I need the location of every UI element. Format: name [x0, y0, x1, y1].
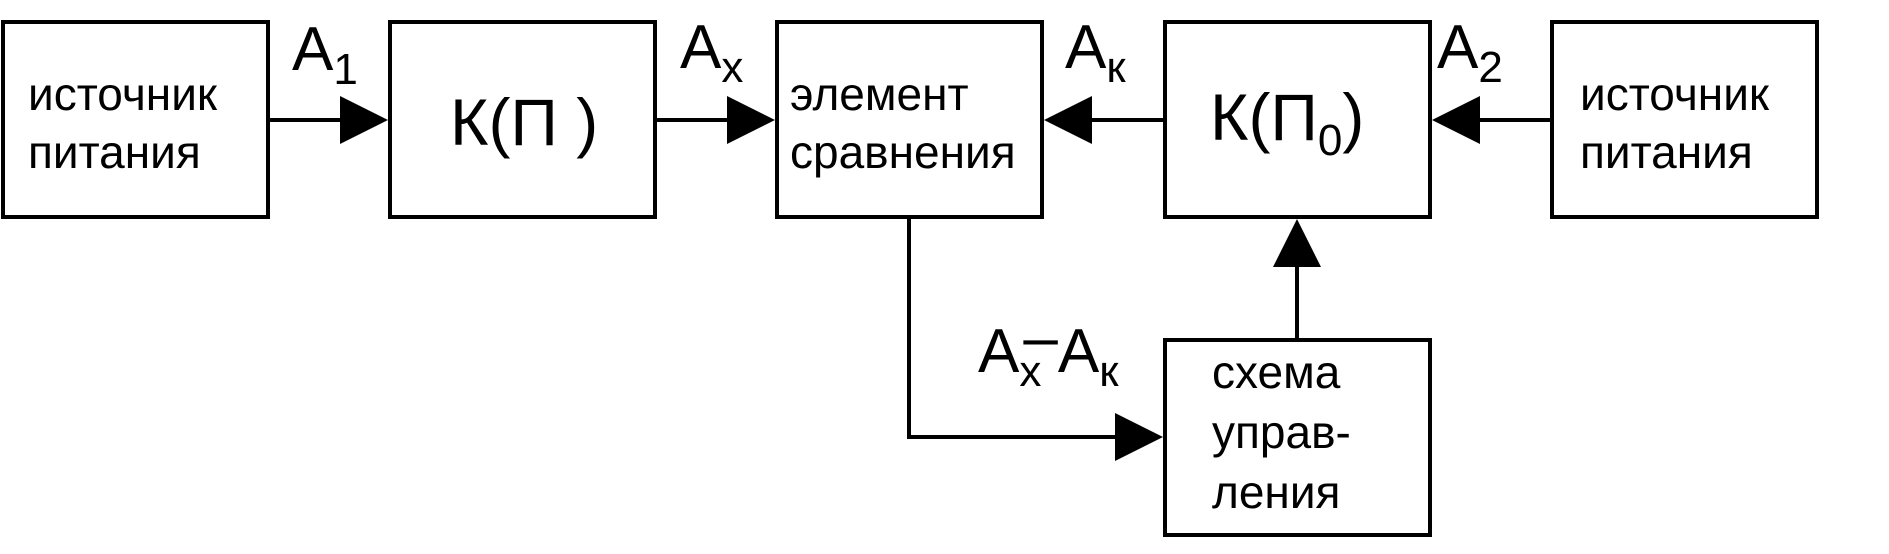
arrow-kp0-to-comparator	[1044, 96, 1165, 144]
comparator-block: элемент сравнения	[775, 20, 1044, 219]
source-block-left: источник питания	[1, 20, 270, 219]
signal-difference: Ax–Aк	[978, 303, 1119, 396]
signal-a1-main: A	[292, 15, 334, 84]
source-right-line1: источник	[1580, 68, 1770, 120]
source-block-right: источник питания	[1550, 20, 1819, 219]
arrow-kp-to-comparator	[655, 96, 775, 144]
arrow-source-to-kp	[268, 96, 388, 144]
k-p-block: К(П )	[388, 20, 657, 219]
signal-ax-subscript: x	[721, 43, 743, 92]
signal-ax: Ax	[680, 13, 743, 92]
comparator-line1: элемент	[790, 68, 969, 120]
signal-a2-main: A	[1437, 13, 1479, 82]
signal-diff-sub-k: к	[1099, 347, 1119, 396]
source-left-line2: питания	[28, 126, 201, 178]
control-block: схема управ- ления	[1163, 338, 1432, 537]
signal-diff-b: A	[1058, 317, 1100, 386]
signal-a1-subscript: 1	[333, 45, 357, 94]
control-line3: ления	[1212, 466, 1340, 518]
k-p-label: К(П )	[450, 85, 598, 159]
signal-diff-sub-x: x	[1019, 347, 1041, 396]
source-right-line2: питания	[1580, 126, 1753, 178]
signal-a1: A1	[292, 15, 358, 94]
control-line1: схема	[1212, 346, 1341, 398]
signal-a2: A2	[1437, 13, 1503, 92]
signal-ak-main: A	[1065, 13, 1107, 82]
signal-ak-subscript: к	[1106, 43, 1126, 92]
arrow-source-to-kp0	[1432, 96, 1552, 144]
signal-ax-main: A	[680, 13, 722, 82]
signal-diff-a: A	[978, 317, 1020, 386]
arrow-comparator-to-control	[907, 217, 1163, 461]
signal-ak: Aк	[1065, 13, 1126, 92]
arrow-control-to-kp0	[1273, 219, 1321, 340]
k-p0-tail: )	[1342, 80, 1364, 154]
k-p0-block: К(П0)	[1163, 20, 1432, 219]
source-left-line1: источник	[28, 68, 218, 120]
k-p0-label: К(П0)	[1210, 80, 1364, 165]
control-line2: управ-	[1212, 406, 1351, 458]
signal-a2-subscript: 2	[1478, 43, 1502, 92]
k-p0-main: К(П	[1210, 80, 1318, 154]
signal-diff-minus: –	[1023, 303, 1058, 372]
k-p0-subscript: 0	[1318, 116, 1342, 165]
comparator-line2: сравнения	[790, 126, 1016, 178]
